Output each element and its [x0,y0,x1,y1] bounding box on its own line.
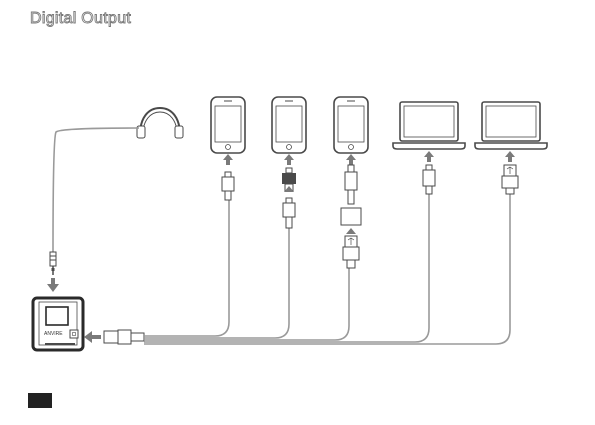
usb-adapter [341,208,361,225]
headphones-icon [137,108,183,138]
smartphone-icon [211,97,245,153]
smartphone-icon [272,97,306,153]
arrow-left-icon [84,331,101,343]
laptop-icon [393,102,465,149]
arrow-up-icon [505,151,515,162]
micro-usb-plug [423,165,435,194]
lightning-plug [345,165,357,204]
headphone-cable [53,128,139,252]
audio-plug [50,252,56,275]
cable-bundle [144,194,510,344]
arrow-up-icon [284,154,294,165]
arrow-up-icon [223,154,233,165]
arrow-up-icon [346,228,356,234]
usb-a-plug [343,236,359,268]
arrow-up-icon [424,151,434,162]
player-brand: ANVIRE [44,331,63,337]
laptop-icon [475,102,547,149]
page-tab [28,393,52,408]
usb-a-plug [502,165,518,194]
usb-plug [104,330,144,344]
micro-usb-plug [283,198,295,228]
smartphone-icon [334,97,368,153]
music-player: ANVIRE [33,298,83,350]
arrow-down-icon [47,278,59,292]
micro-usb-plug [222,172,234,200]
arrow-up-icon [346,154,356,165]
